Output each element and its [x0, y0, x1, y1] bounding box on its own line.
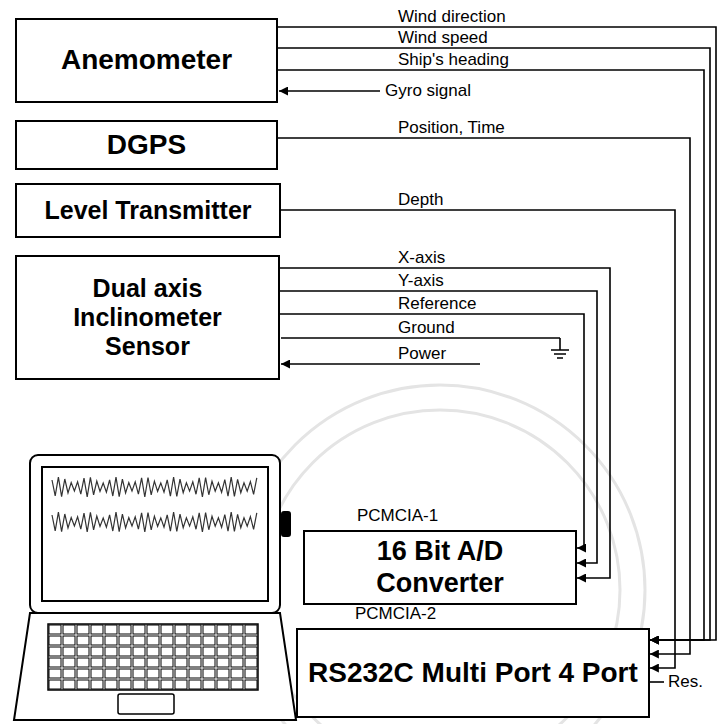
box-title: DGPS	[107, 129, 186, 161]
signal-name: Wind speed	[398, 29, 488, 47]
signal-name: Power	[398, 345, 446, 363]
signal-name: Position, Time	[398, 119, 505, 137]
box-title: 16 Bit A/D Converter	[315, 536, 565, 598]
ground-symbol	[551, 338, 569, 358]
laptop-base	[14, 613, 296, 720]
waveform	[52, 477, 257, 532]
signal-name: Gyro signal	[385, 82, 471, 100]
waveform-trace	[52, 477, 257, 497]
signal-name: Res.	[668, 673, 703, 691]
signal-name: X-axis	[398, 249, 445, 267]
signal-name: Wind direction	[398, 8, 506, 26]
power-wire	[281, 363, 480, 365]
touchpad	[118, 694, 174, 714]
box-title: Dual axis Inclinometer Sensor	[60, 274, 235, 360]
signal-name: Y-axis	[398, 272, 444, 290]
box-title: RS232C Multi Port 4 Port	[308, 657, 638, 689]
signal-name: Reference	[398, 295, 476, 313]
box-title: Anemometer	[61, 44, 232, 76]
sensor-box: Level Transmitter	[15, 183, 281, 238]
laptop-illustration	[14, 455, 296, 720]
waveform-trace	[52, 512, 257, 532]
signal-line	[281, 210, 675, 668]
laptop-lid	[30, 455, 280, 613]
signal-line	[278, 48, 710, 640]
signal-name: Depth	[398, 191, 443, 209]
connectors	[278, 27, 716, 668]
signal-line	[278, 70, 704, 640]
keyboard	[48, 624, 258, 690]
ground-wire	[281, 337, 560, 339]
pcmcia-plug	[282, 512, 290, 536]
signal-name: Ship's heading	[398, 51, 509, 69]
signal-wires	[279, 91, 664, 682]
signal-line	[280, 291, 597, 563]
signal-name: Ground	[398, 319, 455, 337]
sensor-box: Anemometer	[15, 18, 278, 103]
signal-line	[280, 314, 584, 548]
laptop-screen	[42, 467, 268, 601]
sensor-box: Dual axis Inclinometer Sensor	[15, 255, 280, 380]
signal-line	[278, 27, 716, 640]
interface-card: PCMCIA-116 Bit A/D Converter	[303, 530, 577, 605]
sensor-box: DGPS	[15, 120, 278, 170]
gyro-wire	[279, 90, 380, 92]
card-slot-label: PCMCIA-2	[355, 605, 436, 623]
card-slot-label: PCMCIA-1	[357, 507, 438, 525]
signal-line	[278, 138, 690, 654]
interface-card: PCMCIA-2RS232C Multi Port 4 Port	[296, 628, 650, 718]
box-title: Level Transmitter	[44, 196, 251, 225]
